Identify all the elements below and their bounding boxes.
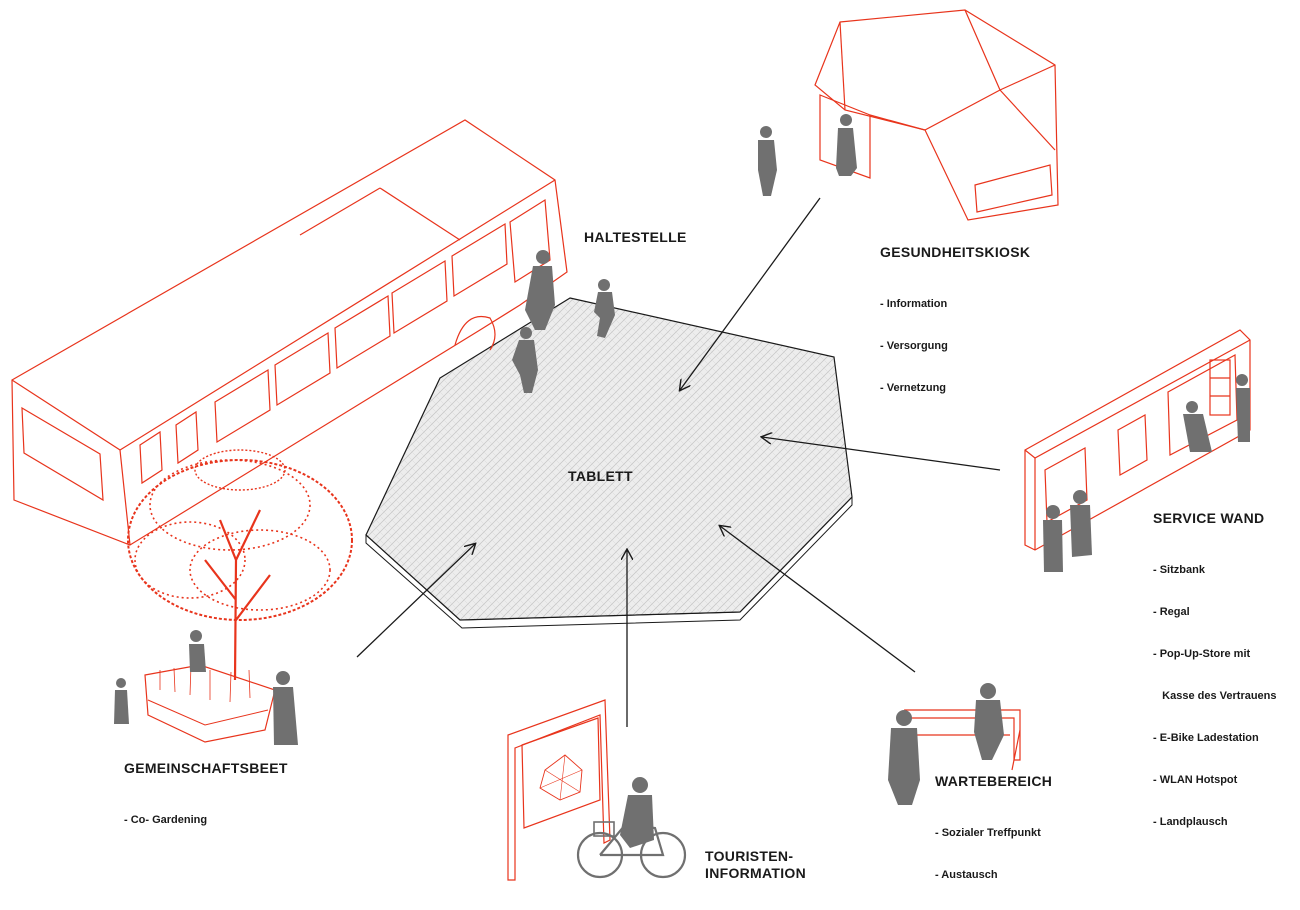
list-item: - Sozialer Treffpunkt bbox=[935, 827, 1041, 839]
block-gemeinschaftsbeet: GEMEINSCHAFTSBEET - Co- Gardening bbox=[124, 760, 288, 855]
list-item: - Co- Gardening bbox=[124, 814, 208, 826]
child-running-2 bbox=[512, 327, 538, 393]
block-wartebereich: WARTEBEREICH - Sozialer Treffpunkt - Aus… bbox=[935, 773, 1052, 910]
list-item: - Pop-Up-Store mit bbox=[1153, 648, 1251, 660]
kiosk-illustration bbox=[814, 9, 1059, 221]
title-gemeinschaftsbeet: GEMEINSCHAFTSBEET bbox=[124, 760, 288, 776]
arrow-service-wand bbox=[762, 437, 1001, 471]
list-item: - Information bbox=[880, 298, 948, 310]
people-silhouettes bbox=[114, 114, 1250, 848]
person-bench-sitting bbox=[974, 683, 1004, 760]
block-gesundheitskiosk: GESUNDHEITSKIOSK - Information - Versorg… bbox=[880, 244, 1030, 423]
label-haltestelle: HALTESTELLE bbox=[584, 229, 687, 245]
arrow-kiosk bbox=[680, 197, 821, 390]
tree-illustration bbox=[127, 449, 353, 743]
person-service-2 bbox=[1070, 490, 1092, 557]
block-service-wand: SERVICE WAND - Sitzbank - Regal - Pop-Up… bbox=[1153, 510, 1277, 857]
title-service-wand: SERVICE WAND bbox=[1153, 510, 1265, 526]
person-service-3 bbox=[1236, 374, 1250, 442]
list-service-wand: - Sitzbank - Regal - Pop-Up-Store mit Ka… bbox=[1153, 535, 1277, 857]
list-wartebereich: - Sozialer Treffpunkt - Austausch bbox=[935, 798, 1052, 910]
title-wartebereich: WARTEBEREICH bbox=[935, 773, 1053, 789]
person-with-walker bbox=[273, 671, 298, 745]
person-service-1 bbox=[1043, 505, 1063, 572]
list-gesundheitskiosk: - Information - Versorgung - Vernetzung bbox=[880, 269, 1030, 423]
diagram-canvas bbox=[11, 9, 1251, 881]
list-item: Kasse des Vertrauens bbox=[1153, 690, 1277, 702]
list-item: - WLAN Hotspot bbox=[1153, 774, 1238, 786]
list-gemeinschaftsbeet: - Co- Gardening bbox=[124, 785, 288, 855]
person-kiosk-1 bbox=[758, 126, 777, 196]
child-running-1 bbox=[594, 279, 615, 338]
person-bench-standing bbox=[888, 710, 920, 805]
title-touristen-line1: TOURISTEN- bbox=[705, 848, 794, 864]
tourist-info-board bbox=[507, 699, 611, 881]
title-gesundheitskiosk: GESUNDHEITSKIOSK bbox=[880, 244, 1031, 260]
list-item: - Regal bbox=[1153, 606, 1190, 618]
person-garden-1 bbox=[189, 630, 206, 672]
block-touristen-information: TOURISTEN- INFORMATION bbox=[705, 848, 806, 882]
list-item: - Sitzbank bbox=[1153, 564, 1205, 576]
person-bus-door bbox=[525, 250, 555, 330]
arrow-wartebereich bbox=[720, 526, 916, 673]
arrows bbox=[356, 197, 1001, 727]
person-service-4 bbox=[1183, 401, 1212, 452]
arrow-gemeinschaftsbeet bbox=[356, 544, 475, 658]
list-item: - Vernetzung bbox=[880, 382, 947, 394]
child-garden bbox=[114, 678, 129, 724]
cyclist bbox=[620, 777, 654, 848]
title-touristen-line2: INFORMATION bbox=[705, 865, 807, 881]
list-item: - Austausch bbox=[935, 869, 998, 881]
waiting-bench bbox=[903, 709, 1021, 771]
bicycle bbox=[576, 821, 687, 879]
plaza-tablett bbox=[365, 297, 853, 629]
label-tablett: TABLETT bbox=[568, 468, 633, 484]
list-item: - Landplausch bbox=[1153, 816, 1228, 828]
bus-illustration bbox=[11, 119, 568, 546]
list-item: - Versorgung bbox=[880, 340, 948, 352]
person-kiosk-2 bbox=[836, 114, 857, 176]
list-item: - E-Bike Ladestation bbox=[1153, 732, 1259, 744]
